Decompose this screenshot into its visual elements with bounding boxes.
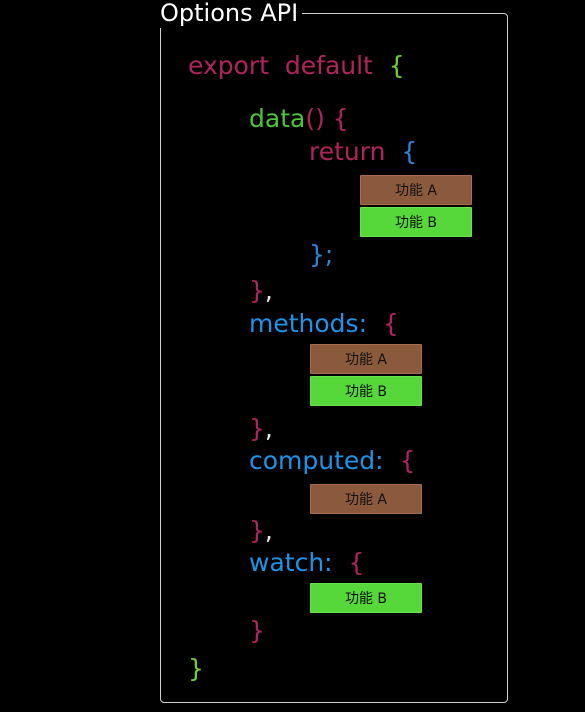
data-function: data: [249, 104, 306, 133]
methods-line: methods: {: [249, 309, 399, 339]
methods-close-line: },: [249, 414, 273, 444]
computed-line: computed: {: [249, 446, 415, 476]
data-feature-b-chip: 功能 B: [360, 207, 472, 237]
data-line: data() {: [249, 104, 349, 134]
computed-feature-a-chip: 功能 A: [310, 484, 422, 514]
computed-label: computed:: [249, 446, 384, 475]
root-close-brace: }: [188, 654, 204, 683]
return-close-brace: };: [309, 240, 334, 269]
computed-open-brace: {: [399, 446, 416, 475]
methods-label: methods:: [249, 309, 367, 338]
data-comma: ,: [264, 276, 273, 305]
computed-close-brace: }: [249, 516, 265, 545]
computed-comma: ,: [264, 516, 273, 545]
data-feature-a-chip: 功能 A: [360, 175, 472, 205]
export-default-line: export default {: [188, 51, 405, 81]
data-close-brace: }: [249, 276, 265, 305]
return-open-brace: {: [401, 137, 418, 166]
computed-close-line: },: [249, 516, 273, 546]
data-parens: (): [305, 104, 325, 133]
watch-open-brace: {: [348, 548, 365, 577]
methods-close-brace: }: [249, 414, 265, 443]
return-keyword: return: [309, 137, 386, 166]
watch-close-line: }: [249, 616, 265, 646]
export-keyword: export: [188, 51, 269, 80]
root-open-brace: {: [388, 51, 405, 80]
watch-close-brace: }: [249, 616, 265, 645]
data-close-line: },: [249, 276, 273, 306]
return-line: return {: [309, 137, 417, 167]
methods-open-brace: {: [382, 309, 399, 338]
panel-title: Options API: [158, 0, 303, 28]
return-close-line: };: [309, 240, 333, 270]
watch-feature-b-chip: 功能 B: [310, 583, 422, 613]
methods-feature-a-chip: 功能 A: [310, 344, 422, 374]
methods-comma: ,: [264, 414, 273, 443]
data-open-brace: {: [332, 104, 349, 133]
methods-feature-b-chip: 功能 B: [310, 376, 422, 406]
watch-line: watch: {: [249, 548, 364, 578]
root-close-line: }: [188, 654, 204, 684]
default-keyword: default: [284, 51, 373, 80]
options-api-panel: [160, 13, 508, 703]
watch-label: watch:: [249, 548, 333, 577]
